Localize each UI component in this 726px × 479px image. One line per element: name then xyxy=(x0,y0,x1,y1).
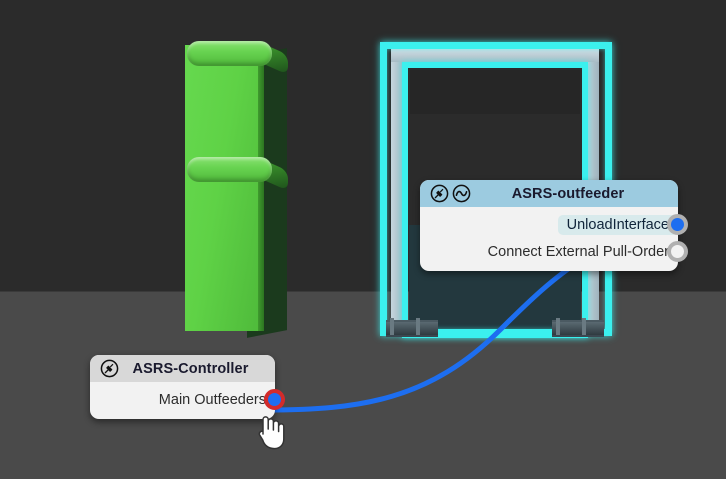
hand-pointer-cursor xyxy=(252,408,286,450)
pin-icon[interactable] xyxy=(430,184,449,203)
machine-top-rail xyxy=(391,48,599,62)
node-controller-title: ASRS-Controller xyxy=(132,360,249,377)
machine-foot-right xyxy=(552,318,604,337)
node-outfeeder-body: UnloadInterface Connect External Pull-Or… xyxy=(420,207,688,271)
port-unloadinterface[interactable] xyxy=(667,214,688,235)
wave-icon[interactable] xyxy=(452,184,471,203)
node-row-connect-external-pull-order-label: Connect External Pull-Order xyxy=(487,243,669,260)
port-connect-external-pull-order[interactable] xyxy=(667,241,688,262)
node-row-main-outfeeders[interactable]: Main Outfeeders xyxy=(90,386,285,413)
node-asrs-controller[interactable]: ASRS-Controller Main Outfeeders xyxy=(90,355,285,419)
machine-top-dark-panel xyxy=(410,70,580,114)
node-row-unloadinterface-label: UnloadInterface xyxy=(557,214,678,235)
node-controller-body: Main Outfeeders xyxy=(90,382,285,419)
node-row-unloadinterface[interactable]: UnloadInterface xyxy=(420,211,688,238)
node-row-main-outfeeders-label: Main Outfeeders xyxy=(158,391,266,408)
machine-foot-left xyxy=(386,318,438,337)
node-asrs-outfeeder[interactable]: ASRS-outfeeder UnloadInterface Connect E… xyxy=(420,180,688,271)
node-row-connect-external-pull-order[interactable]: Connect External Pull-Order xyxy=(420,238,688,265)
machine-feet xyxy=(386,318,606,337)
node-controller-header[interactable]: ASRS-Controller xyxy=(90,355,275,382)
green-rack-roller-mid xyxy=(187,157,272,182)
node-outfeeder-title: ASRS-outfeeder xyxy=(511,185,625,202)
port-main-outfeeders[interactable] xyxy=(264,389,285,410)
pin-icon[interactable] xyxy=(100,359,119,378)
green-rack-roller-top xyxy=(187,41,272,66)
green-rack-body xyxy=(185,45,264,331)
node-outfeeder-header[interactable]: ASRS-outfeeder xyxy=(420,180,678,207)
